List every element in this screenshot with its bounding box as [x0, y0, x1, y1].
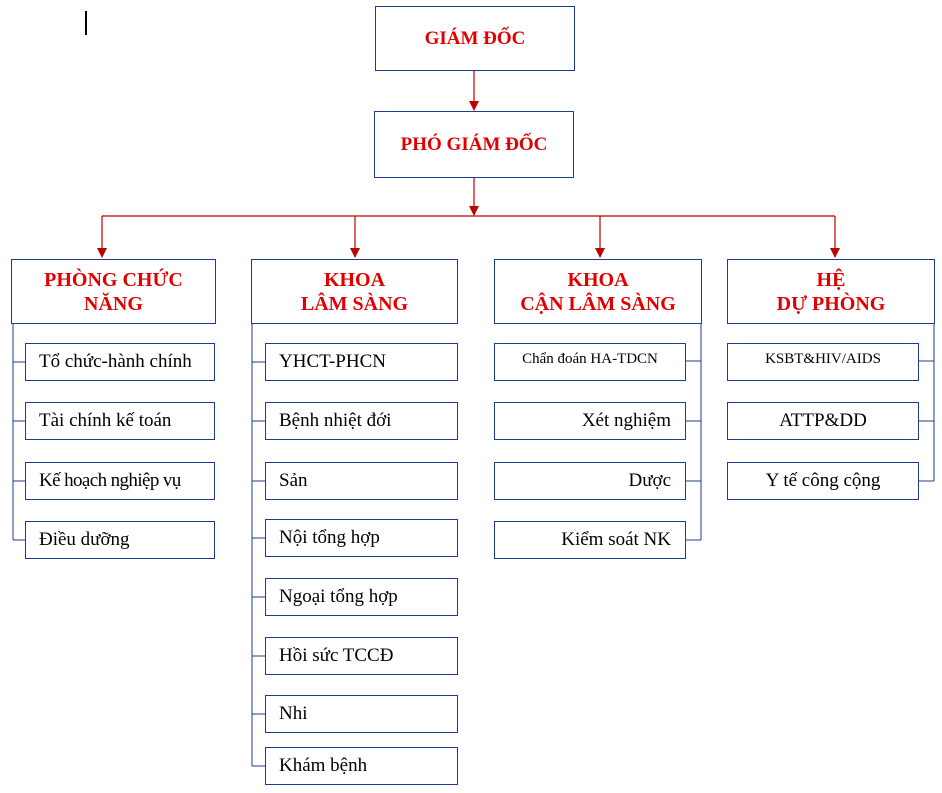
- connectors-khoa-can-lam-sang: [686, 322, 702, 541]
- unit-label: Nội tổng hợp: [279, 527, 380, 548]
- group-title-line2: DỰ PHÒNG: [776, 292, 886, 315]
- group-title-line2: LÂM SÀNG: [300, 292, 409, 315]
- text-cursor: [85, 11, 87, 35]
- unit-box: Sản: [265, 462, 458, 500]
- unit-label: KSBT&HIV/AIDS: [765, 351, 881, 367]
- connectors-he-du-phong: [918, 322, 935, 482]
- unit-label: Hồi sức TCCĐ: [279, 645, 394, 666]
- unit-box: Xét nghiệm: [494, 402, 686, 440]
- unit-box: Khám bệnh: [265, 747, 458, 785]
- unit-box: Bệnh nhiệt đới: [265, 402, 458, 440]
- unit-label: Ngoại tổng hợp: [279, 586, 398, 607]
- group-title-line2: CẬN LÂM SÀNG: [520, 292, 676, 315]
- unit-label: Tổ chức-hành chính: [39, 351, 192, 372]
- unit-box: YHCT-PHCN: [265, 343, 458, 381]
- unit-label: Bệnh nhiệt đới: [279, 410, 392, 431]
- unit-label: ATTP&DD: [779, 410, 867, 431]
- group-header-khoa-lam-sang: KHOA LÂM SÀNG: [251, 259, 458, 324]
- group-title-line2: NĂNG: [84, 292, 143, 315]
- unit-box: ATTP&DD: [727, 402, 919, 440]
- unit-label: Điều dưỡng: [39, 529, 130, 550]
- unit-box: Ngoại tổng hợp: [265, 578, 458, 616]
- group-header-khoa-can-lam-sang: KHOA CẬN LÂM SÀNG: [494, 259, 702, 324]
- unit-box: Điều dưỡng: [25, 521, 215, 559]
- unit-box: Dược: [494, 462, 686, 500]
- group-title-line1: PHÒNG CHỨC: [44, 268, 183, 291]
- unit-box: Nhi: [265, 695, 458, 733]
- group-title-line1: HỆ: [816, 268, 846, 291]
- unit-label: Dược: [628, 470, 672, 491]
- unit-label: YHCT-PHCN: [279, 351, 386, 372]
- unit-box: Hồi sức TCCĐ: [265, 637, 458, 675]
- unit-label: Khám bệnh: [279, 755, 368, 776]
- group-header-phong-chuc-nang: PHÒNG CHỨC NĂNG: [11, 259, 216, 324]
- director-label: GIÁM ĐỐC: [424, 27, 526, 49]
- unit-label: Kế hoạch nghiệp vụ: [39, 470, 181, 491]
- unit-label: Tài chính kế toán: [39, 410, 172, 431]
- group-title-line1: KHOA: [567, 268, 629, 291]
- unit-label: Kiểm soát NK: [561, 529, 671, 550]
- group-header-he-du-phong: HỆ DỰ PHÒNG: [727, 259, 935, 324]
- group-title-line1: KHOA: [323, 268, 386, 291]
- unit-box: Tổ chức-hành chính: [25, 343, 215, 381]
- unit-label: Sản: [279, 470, 308, 491]
- unit-box: Nội tổng hợp: [265, 519, 458, 557]
- unit-box: Kế hoạch nghiệp vụ: [25, 462, 215, 500]
- unit-label: Xét nghiệm: [581, 410, 671, 431]
- unit-box: Tài chính kế toán: [25, 402, 215, 440]
- unit-box: KSBT&HIV/AIDS: [727, 343, 919, 381]
- connectors-phong-chuc-nang: [12, 322, 26, 541]
- unit-label: Nhi: [279, 703, 308, 724]
- unit-label: Y tế công cộng: [765, 470, 881, 491]
- deputy-director-label: PHÓ GIÁM ĐỐC: [400, 133, 548, 155]
- director-box: GIÁM ĐỐC: [375, 6, 575, 71]
- unit-label: Chẩn đoán HA-TDCN: [522, 351, 658, 367]
- unit-box: Chẩn đoán HA-TDCN: [494, 343, 686, 381]
- unit-box: Kiểm soát NK: [494, 521, 686, 559]
- connectors-khoa-lam-sang: [251, 322, 266, 767]
- unit-box: Y tế công cộng: [727, 462, 919, 500]
- deputy-director-box: PHÓ GIÁM ĐỐC: [374, 111, 574, 178]
